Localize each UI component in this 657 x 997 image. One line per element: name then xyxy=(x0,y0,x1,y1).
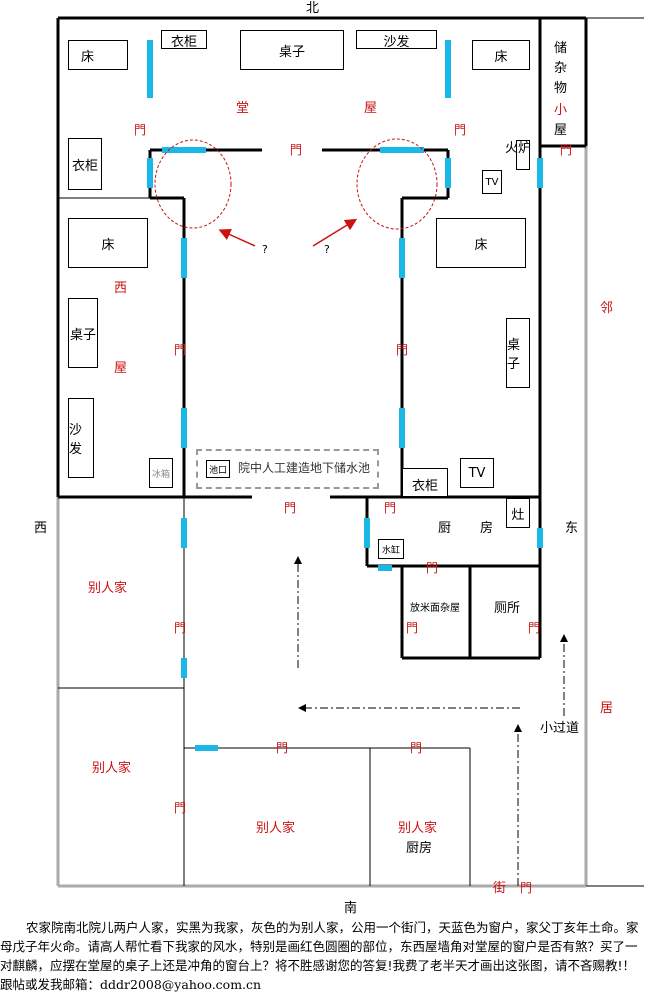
door-7: 門 xyxy=(284,501,297,515)
water-pool xyxy=(196,449,379,489)
table-east: 桌子 xyxy=(506,318,530,388)
door-15: 門 xyxy=(174,801,187,815)
other-kitchen-label: 厨房 xyxy=(406,841,433,856)
storage-label-2: 杂 xyxy=(554,61,568,76)
caption-text: 农家院南北院儿两户人家，实黑为我家，灰色的为别人家，公用一个街门，天蓝色为窗户，… xyxy=(0,918,640,994)
other-family-4: 别人家 xyxy=(398,821,438,836)
stove-box xyxy=(516,140,530,170)
red-arrows xyxy=(218,218,358,247)
fridge-label: 冰箱 xyxy=(151,469,170,480)
neighbor-walls xyxy=(56,18,588,888)
door-11: 門 xyxy=(406,621,419,635)
stove-label: 火炉 xyxy=(505,141,532,156)
door-6: 門 xyxy=(396,343,409,357)
pit-label: 池口 xyxy=(208,465,227,476)
wardrobe-north: 衣柜 xyxy=(161,30,207,50)
windows xyxy=(147,40,543,751)
email-address: dddr2008@yahoo.com.cn xyxy=(100,977,262,992)
door-4: 門 xyxy=(560,143,573,157)
fridge-box: 冰箱 xyxy=(149,458,173,488)
storage-label-4: 小 xyxy=(554,103,568,118)
door-9: 門 xyxy=(426,561,439,575)
sofa-west: 沙发 xyxy=(68,398,94,478)
wardrobe-west: 衣柜 xyxy=(68,138,102,190)
bed-east: 床 xyxy=(436,218,526,268)
door-14: 門 xyxy=(410,741,423,755)
door-12: 門 xyxy=(528,621,541,635)
pool-label: 院中人工建造地下储水池 xyxy=(238,461,371,475)
grain-room-label: 放米面杂屋 xyxy=(410,603,460,614)
door-16: 門 xyxy=(520,881,533,895)
wardrobe-east: 衣柜 xyxy=(402,468,448,497)
neighbor-label-1: 邻 xyxy=(600,301,614,316)
question-mark-1: ? xyxy=(262,243,268,256)
cooktop-box: 灶 xyxy=(506,498,530,528)
sofa-hall: 沙发 xyxy=(356,30,437,50)
other-family-1: 别人家 xyxy=(88,581,128,596)
plan-lines xyxy=(56,16,644,888)
storage-label-1: 储 xyxy=(554,41,568,56)
floor-plan: 院中人工建造地下储水池 池口 冰箱 床 衣柜 桌子 沙发 床 衣柜 床 桌子 沙… xyxy=(34,1,644,915)
west-room-label-2: 屋 xyxy=(114,361,128,376)
water-vat-box: 水缸 xyxy=(378,539,404,559)
door-8: 門 xyxy=(384,501,397,515)
door-2: 門 xyxy=(454,123,467,137)
south-label: 南 xyxy=(344,901,358,916)
question-mark-2: ? xyxy=(324,243,330,256)
storage-label-5: 屋 xyxy=(554,123,568,138)
path-arrows xyxy=(294,556,568,886)
door-10: 門 xyxy=(174,621,187,635)
caption-body: 农家院南北院儿两户人家，实黑为我家，灰色的为别人家，公用一个街门，天蓝色为窗户，… xyxy=(0,920,639,992)
neighbor-label-2: 居 xyxy=(600,701,614,716)
door-3: 門 xyxy=(290,143,303,157)
west-label: 西 xyxy=(34,521,48,536)
kitchen-label-2: 房 xyxy=(480,521,494,536)
bed-west: 床 xyxy=(68,218,148,268)
door-13: 門 xyxy=(276,741,289,755)
bed-northeast: 床 xyxy=(472,40,530,70)
hall-label-2: 屋 xyxy=(364,101,378,116)
toilet-label: 厕所 xyxy=(494,601,521,616)
neighbor-thin-lines xyxy=(58,17,644,887)
door-1: 門 xyxy=(134,123,147,137)
table-hall: 桌子 xyxy=(240,30,344,70)
pit-box: 池口 xyxy=(206,460,230,478)
table-west: 桌子 xyxy=(68,298,98,368)
east-label: 东 xyxy=(565,521,579,536)
kitchen-label-1: 厨 xyxy=(438,521,452,536)
north-label: 北 xyxy=(306,1,320,16)
other-family-2: 别人家 xyxy=(92,761,132,776)
door-5: 門 xyxy=(174,343,187,357)
red-circles xyxy=(154,138,438,230)
storage-label-3: 物 xyxy=(554,81,568,96)
street-label: 街 xyxy=(493,881,507,896)
bed-northwest: 床 xyxy=(68,40,128,70)
passage-label: 小过道 xyxy=(540,721,580,736)
tv-box-north: TV xyxy=(482,170,502,194)
tv-box-east: TV xyxy=(460,458,494,488)
other-family-3: 别人家 xyxy=(256,821,296,836)
main-walls xyxy=(56,16,588,660)
west-room-label-1: 西 xyxy=(114,281,128,296)
hall-label-1: 堂 xyxy=(236,101,250,116)
